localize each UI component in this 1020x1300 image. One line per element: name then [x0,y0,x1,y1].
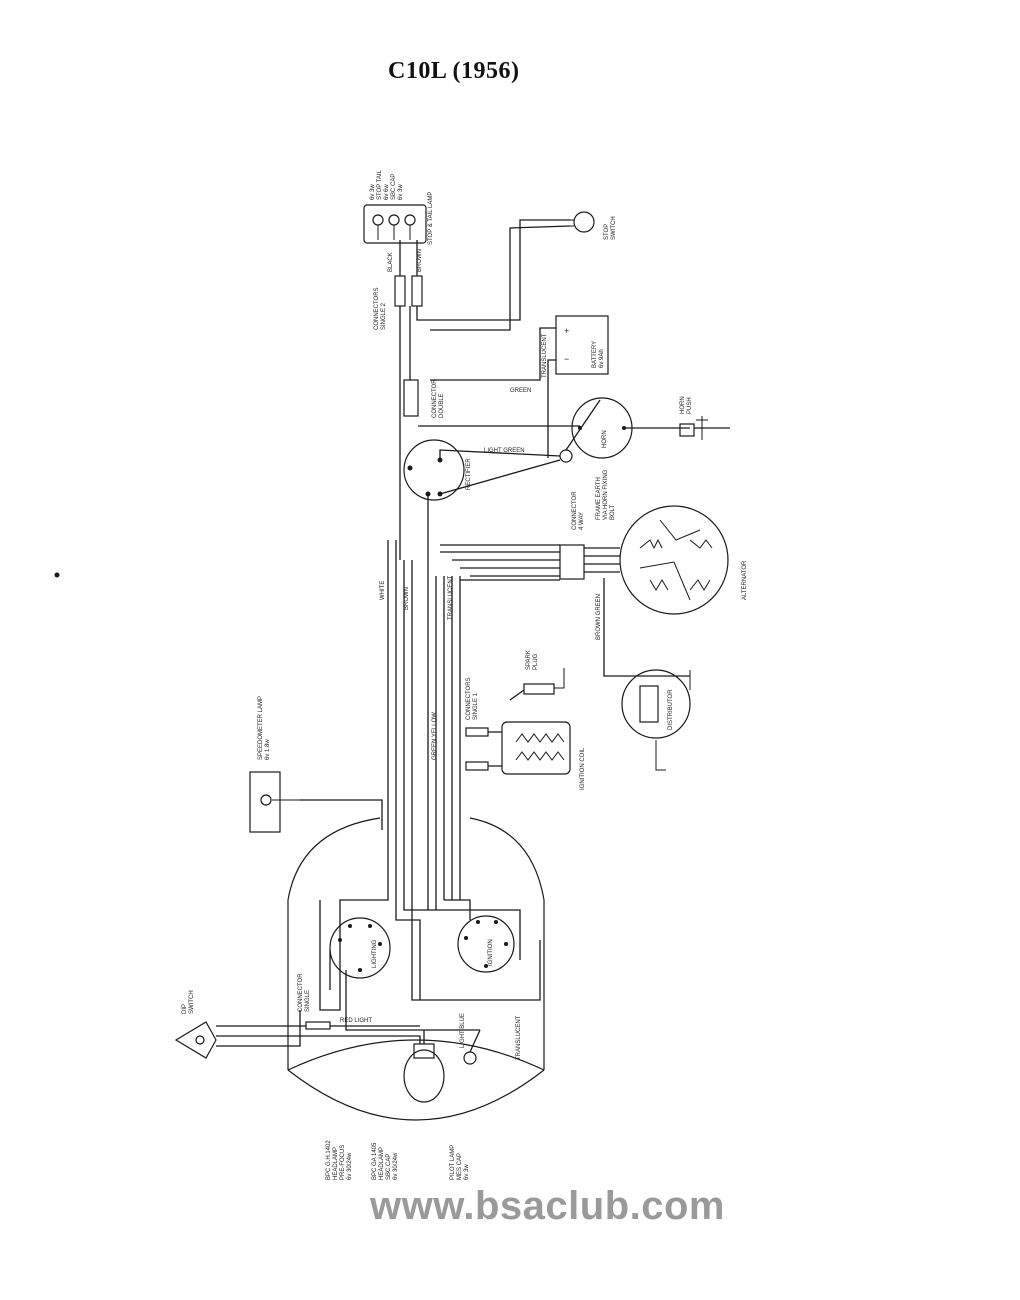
frame-earth-label: FRAME EARTHVIA HORN FIXINGBOLT [596,469,616,520]
light-green-label: LIGHT GREEN [484,448,525,454]
ignition-coil-label: IGNITION COIL [580,747,586,790]
connector-double-label: CONNECTORDOUBLE [432,379,445,418]
red-light-label: RED LIGHT [340,1018,372,1024]
battery-label: BATTERY6v 9Ah [592,341,605,368]
white-label: WHITE [380,581,386,600]
connectors-label: CONNECTORSSINGLE 2 [374,287,387,330]
headlamp-bulb [403,1043,445,1103]
page-title: C10L (1956) [388,58,520,84]
coil-connector-2 [465,761,489,771]
spark-plug [523,668,565,695]
translucent-label-trunk: TRANSLUCENT [448,575,454,620]
speedometer-lamp [249,771,300,833]
connector-single-label: CONNECTORSINGLE [298,973,311,1012]
translucent-label: TRANSLUCENT [542,333,548,378]
svg-text:+: + [564,326,569,336]
dip-switch-label: DIPSWITCH [182,990,195,1014]
ignition-coil [501,721,571,775]
connectors-single-2 [394,275,406,307]
bulb-ratings-label: 6v 3wSTOP TAIL6v 6wSBC CAP6v 3w [370,169,404,200]
distributor-label: DISTRIBUTOR [668,689,674,730]
bpc-ga-headlamp-label: BPC GA 1405HEADLAMPSBC CAP6v 30/24w [372,1142,399,1180]
stop-switch [570,211,595,233]
lighting-label: LIGHTING [372,939,378,968]
wire-label-brown-top: BROWN [417,249,423,272]
rectifier [403,439,465,501]
stop-tail-lamp-label: STOP & TAIL LAMP [428,192,434,245]
connector-single [305,1021,331,1030]
alternator [619,505,729,615]
bpc-headlamp-label: BPC G.H.1402HEADLAMPPRE-FOCUS6v 30/24w [326,1140,353,1180]
connectors-single-1-label: CONNECTORSSINGLE 1 [466,677,479,720]
dip-switch [174,1021,217,1059]
rear-lamp-cluster [363,204,427,244]
wire-label-green: GREEN [510,388,531,394]
headlamp-shell [287,817,545,1121]
wire-label-black: BLACK [388,252,394,272]
spark-plug-label: SPARKPLUG [526,650,539,670]
svg-text:−: − [564,354,569,364]
horn-push-label: HORNPUSH [680,396,693,414]
pilot-lamp-bulb [463,1051,477,1065]
site-watermark: www.bsaclub.com [370,1184,725,1228]
connector-double [403,379,419,417]
light-blue-label: LIGHT BLUE [460,1013,466,1048]
speck-dot [54,572,60,578]
green-yellow-label: GREEN YELLOW [432,712,438,760]
horn-push [679,423,695,437]
connector-4-way [559,544,585,580]
rectifier-label: RECTIFIER [466,458,472,490]
translucent-label-headlamp: TRANSLUCENT [516,1015,522,1060]
pilot-lamp-label: PILOT LAMPMES CAP6v 3w [450,1145,470,1180]
coil-connector-1 [465,727,489,737]
stop-switch-label: STOPSWITCH [604,216,617,240]
connector-4way-label: CONNECTOR4 WAY [572,491,585,530]
alternator-label: ALTERNATOR [742,560,748,600]
frame-earth-terminal [559,449,573,463]
distributor [621,669,691,739]
battery: + − [555,315,609,375]
ignition-label: IGNITION [488,939,494,966]
brown-label-trunk: BROWN [404,587,410,610]
lighting-switch [329,917,391,979]
brown-green-label: BROWN GREEN [596,594,602,640]
horn-label: HORN [602,430,608,448]
ignition-switch [457,915,515,973]
speedometer-lamp-label: SPEEDOMETER LAMP6v 1.8w [258,696,271,760]
